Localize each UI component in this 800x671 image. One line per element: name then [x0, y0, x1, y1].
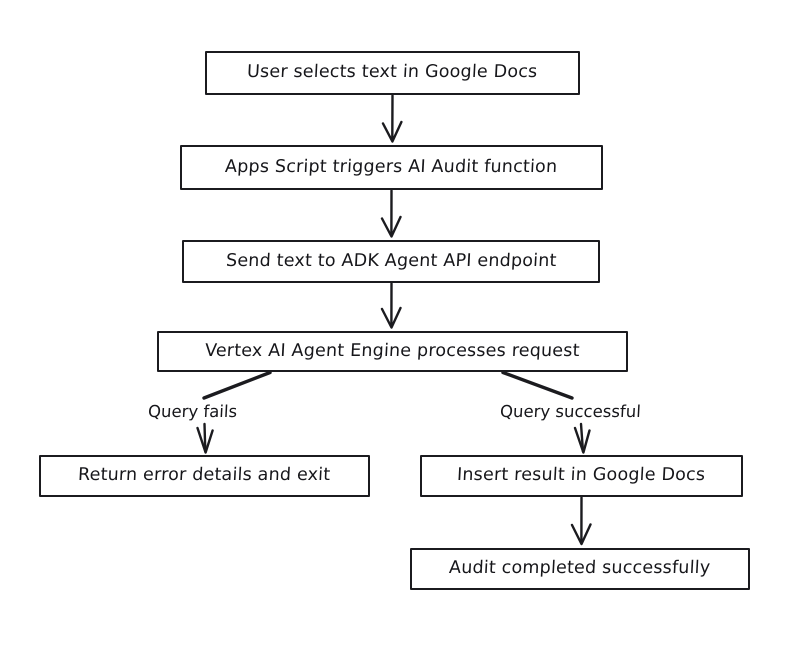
connector-apps-script-to-send-adk [380, 189, 402, 238]
node-vertex-processes[interactable]: Vertex AI Agent Engine processes request [157, 331, 628, 372]
connector-vertex-branch-left [202, 370, 272, 400]
node-label-return-error: Return error details and exit [77, 465, 332, 486]
edge-label-query-fails: Query fails [147, 402, 238, 421]
connector-vertex-branch-right [501, 370, 574, 400]
connector-query-fails-arrow [196, 422, 214, 454]
connector-insert-result-to-audit-complete [570, 496, 592, 546]
node-return-error[interactable]: Return error details and exit [39, 455, 370, 497]
node-label-insert-result: Insert result in Google Docs [456, 465, 707, 486]
edge-label-query-successful: Query successful [499, 402, 642, 421]
connector-query-successful-arrow [573, 422, 591, 454]
node-label-send-to-adk: Send text to ADK Agent API endpoint [225, 250, 557, 271]
connector-select-text-to-apps-script [381, 94, 403, 143]
node-label-apps-script-trigger: Apps Script triggers AI Audit function [224, 156, 559, 177]
node-select-text[interactable]: User selects text in Google Docs [205, 51, 580, 95]
node-label-select-text: User selects text in Google Docs [246, 62, 539, 83]
node-label-vertex-processes: Vertex AI Agent Engine processes request [204, 340, 581, 361]
connector-send-adk-to-vertex [380, 282, 402, 329]
node-apps-script-trigger[interactable]: Apps Script triggers AI Audit function [180, 145, 603, 190]
node-insert-result[interactable]: Insert result in Google Docs [420, 455, 743, 497]
node-send-to-adk[interactable]: Send text to ADK Agent API endpoint [182, 240, 600, 283]
node-audit-complete[interactable]: Audit completed successfully [410, 548, 750, 590]
node-label-audit-complete: Audit completed successfully [448, 558, 712, 579]
